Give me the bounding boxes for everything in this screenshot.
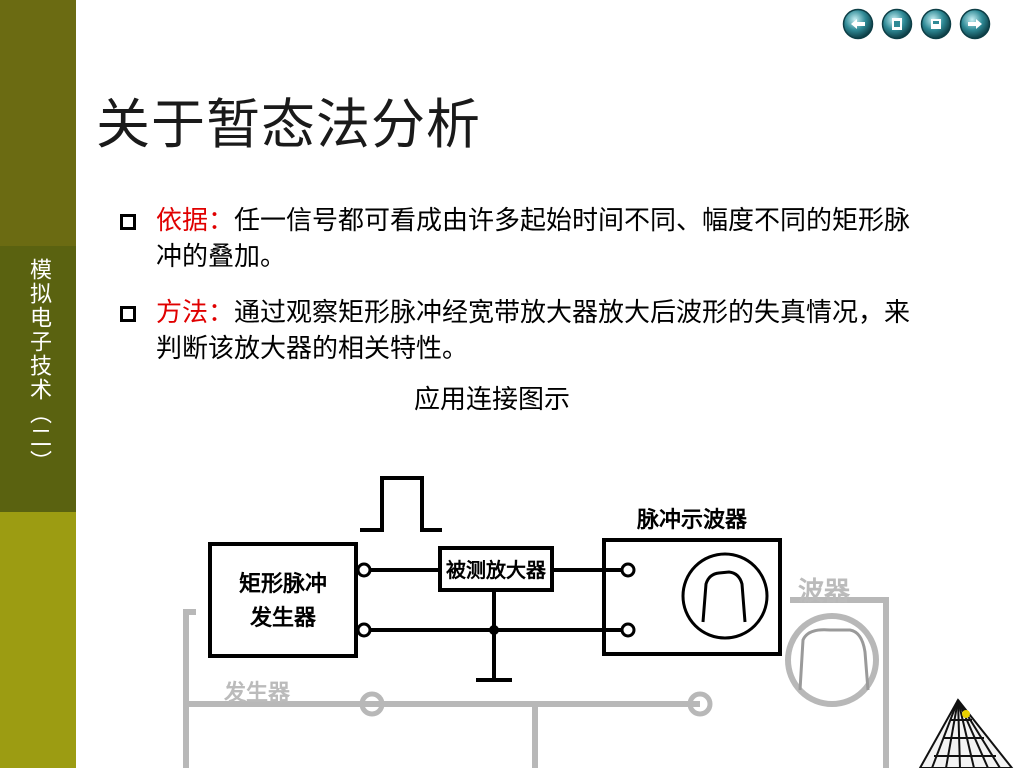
oscilloscope-label: 脉冲示波器 — [636, 508, 748, 533]
bullet-basis: 依据：任一信号都可看成由许多起始时间不同、幅度不同的矩形脉冲的叠加。 — [120, 203, 920, 275]
slide-title: 关于暂态法分析 — [96, 93, 481, 156]
sidebar-title-band — [0, 246, 76, 512]
bullet-square-icon — [120, 306, 136, 322]
sidebar-top-band — [0, 0, 76, 246]
connection-diagram: 波器 发生器 矩形脉冲 发生器 被测放大器 脉冲示波器 — [183, 476, 1014, 768]
amplifier-label: 被测放大器 — [446, 558, 547, 582]
scope-screen — [681, 552, 769, 640]
sidebar-bottom-band — [0, 512, 76, 768]
bullet-text: 任一信号都可看成由许多起始时间不同、幅度不同的矩形脉冲的叠加。 — [156, 206, 911, 272]
ground-junction-dot — [489, 625, 499, 635]
bullet-method: 方法：通过观察矩形脉冲经宽带放大器放大后波形的失真情况，来判断该放大器的相关特性… — [120, 295, 920, 367]
faded-background-apparatus — [183, 597, 889, 768]
pulse-generator-box — [208, 542, 358, 658]
generator-label-line2: 发生器 — [249, 605, 317, 631]
bullet-square-icon — [120, 214, 136, 230]
scope-terminal-top — [620, 562, 636, 578]
prev-icon[interactable] — [842, 8, 874, 40]
generator-terminal-top — [356, 562, 372, 578]
oscilloscope-box — [602, 538, 782, 656]
bullet-text: 通过观察矩形脉冲经宽带放大器放大后波形的失真情况，来判断该放大器的相关特性。 — [156, 298, 911, 364]
bullet-label: 方法： — [156, 298, 235, 328]
slide-nav — [842, 8, 991, 40]
corner-highlight-dot — [962, 710, 970, 718]
faded-generator-label: 发生器 — [223, 680, 291, 706]
stop-icon[interactable] — [920, 8, 952, 40]
bullet-label: 依据： — [156, 206, 235, 236]
faded-oscilloscope-label: 波器 — [798, 577, 851, 607]
faded-background-waveform — [798, 628, 870, 691]
course-title: 模拟电子技术（二） — [26, 258, 51, 474]
next-icon[interactable] — [959, 8, 991, 40]
input-pulse-waveform — [360, 476, 442, 532]
diagram-caption: 应用连接图示 — [414, 385, 571, 415]
home-icon[interactable] — [881, 8, 913, 40]
generator-terminal-bottom — [356, 622, 372, 638]
scope-terminal-bottom — [620, 622, 636, 638]
generator-label-line1: 矩形脉冲 — [239, 571, 327, 597]
scope-output-waveform — [701, 570, 747, 623]
